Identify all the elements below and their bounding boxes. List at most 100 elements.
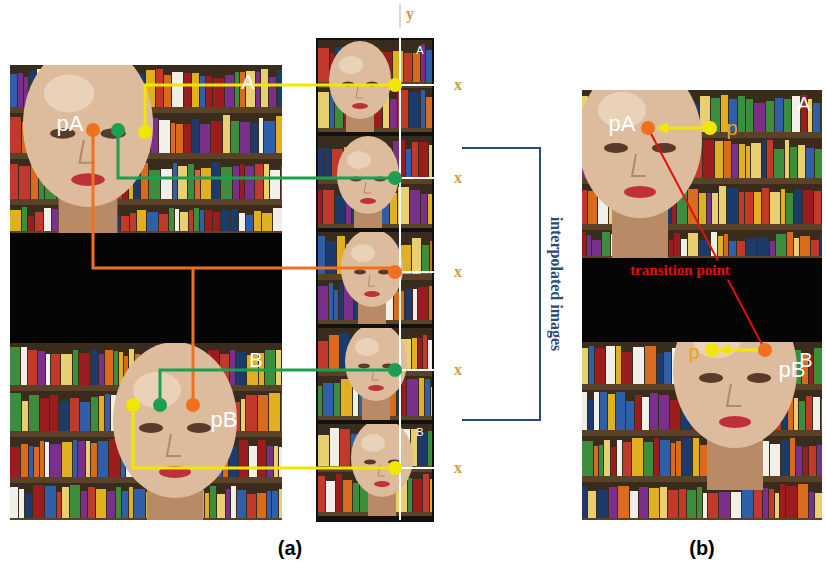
photo-detail bbox=[361, 434, 385, 452]
book bbox=[323, 383, 333, 416]
shelf-board bbox=[318, 128, 432, 132]
book bbox=[409, 92, 420, 128]
photo bbox=[582, 90, 822, 258]
book bbox=[729, 241, 736, 256]
book bbox=[240, 164, 244, 199]
book bbox=[241, 399, 245, 431]
book bbox=[279, 489, 282, 518]
book bbox=[147, 212, 158, 231]
point-label: pA bbox=[57, 113, 84, 135]
book bbox=[318, 148, 324, 178]
photo-detail bbox=[747, 373, 771, 383]
book bbox=[10, 487, 18, 518]
book bbox=[803, 190, 813, 224]
book bbox=[821, 399, 822, 430]
book bbox=[798, 145, 805, 178]
book bbox=[270, 170, 280, 199]
book bbox=[421, 90, 425, 128]
book bbox=[339, 284, 343, 320]
book bbox=[62, 442, 72, 477]
book bbox=[91, 443, 97, 477]
panel-label: (a) bbox=[278, 538, 302, 558]
book bbox=[173, 163, 177, 199]
book bbox=[421, 194, 427, 224]
book bbox=[393, 51, 403, 82]
book bbox=[206, 76, 212, 107]
book bbox=[794, 398, 798, 430]
photo-detail bbox=[364, 182, 371, 193]
book bbox=[589, 346, 594, 384]
book bbox=[737, 241, 745, 256]
book bbox=[40, 398, 49, 431]
book bbox=[719, 186, 726, 224]
book bbox=[674, 233, 680, 256]
photo-detail bbox=[364, 460, 376, 465]
book bbox=[402, 378, 406, 416]
book bbox=[114, 351, 118, 385]
book bbox=[246, 215, 253, 231]
book bbox=[116, 487, 121, 518]
book bbox=[659, 395, 669, 430]
book bbox=[22, 401, 28, 431]
book bbox=[754, 103, 765, 132]
book bbox=[687, 490, 696, 518]
book bbox=[401, 140, 405, 178]
book bbox=[156, 69, 163, 107]
book bbox=[582, 486, 587, 518]
book bbox=[611, 447, 616, 476]
book bbox=[212, 162, 220, 199]
photo-detail bbox=[604, 143, 628, 153]
book bbox=[754, 192, 761, 224]
book bbox=[407, 379, 418, 416]
book bbox=[25, 494, 32, 518]
book bbox=[21, 347, 27, 385]
book bbox=[51, 354, 60, 385]
photo-detail bbox=[187, 423, 211, 433]
photo-detail bbox=[358, 364, 370, 369]
book bbox=[122, 491, 128, 518]
book bbox=[353, 483, 359, 512]
book bbox=[781, 439, 789, 476]
book bbox=[419, 142, 428, 178]
book bbox=[79, 353, 90, 385]
book bbox=[211, 121, 222, 153]
shelf-board bbox=[10, 518, 282, 520]
book bbox=[649, 488, 659, 518]
book bbox=[413, 53, 420, 82]
book bbox=[727, 188, 738, 224]
book bbox=[171, 123, 175, 153]
book bbox=[633, 347, 644, 384]
book bbox=[269, 393, 280, 431]
book bbox=[746, 146, 750, 178]
book bbox=[799, 401, 805, 430]
book bbox=[265, 350, 275, 385]
book bbox=[412, 238, 421, 274]
book bbox=[762, 188, 769, 224]
book bbox=[91, 350, 98, 385]
photo-detail bbox=[368, 385, 384, 391]
book bbox=[19, 166, 30, 199]
book bbox=[318, 286, 328, 320]
book bbox=[134, 489, 145, 518]
photo-detail bbox=[167, 434, 181, 456]
book bbox=[259, 118, 263, 153]
book bbox=[267, 491, 271, 518]
photos bbox=[10, 38, 822, 540]
axis-label: x bbox=[454, 77, 462, 93]
book bbox=[670, 400, 680, 430]
photo-detail bbox=[355, 338, 379, 356]
book bbox=[323, 190, 334, 224]
book bbox=[258, 395, 268, 431]
book bbox=[98, 441, 108, 477]
book bbox=[239, 213, 245, 231]
book bbox=[813, 397, 820, 430]
book bbox=[189, 210, 193, 231]
book bbox=[10, 393, 21, 431]
book bbox=[213, 78, 224, 107]
mannequin-head bbox=[673, 342, 797, 490]
book bbox=[34, 447, 39, 477]
point-label: pA bbox=[609, 113, 636, 135]
book bbox=[703, 493, 707, 518]
book bbox=[335, 195, 345, 224]
